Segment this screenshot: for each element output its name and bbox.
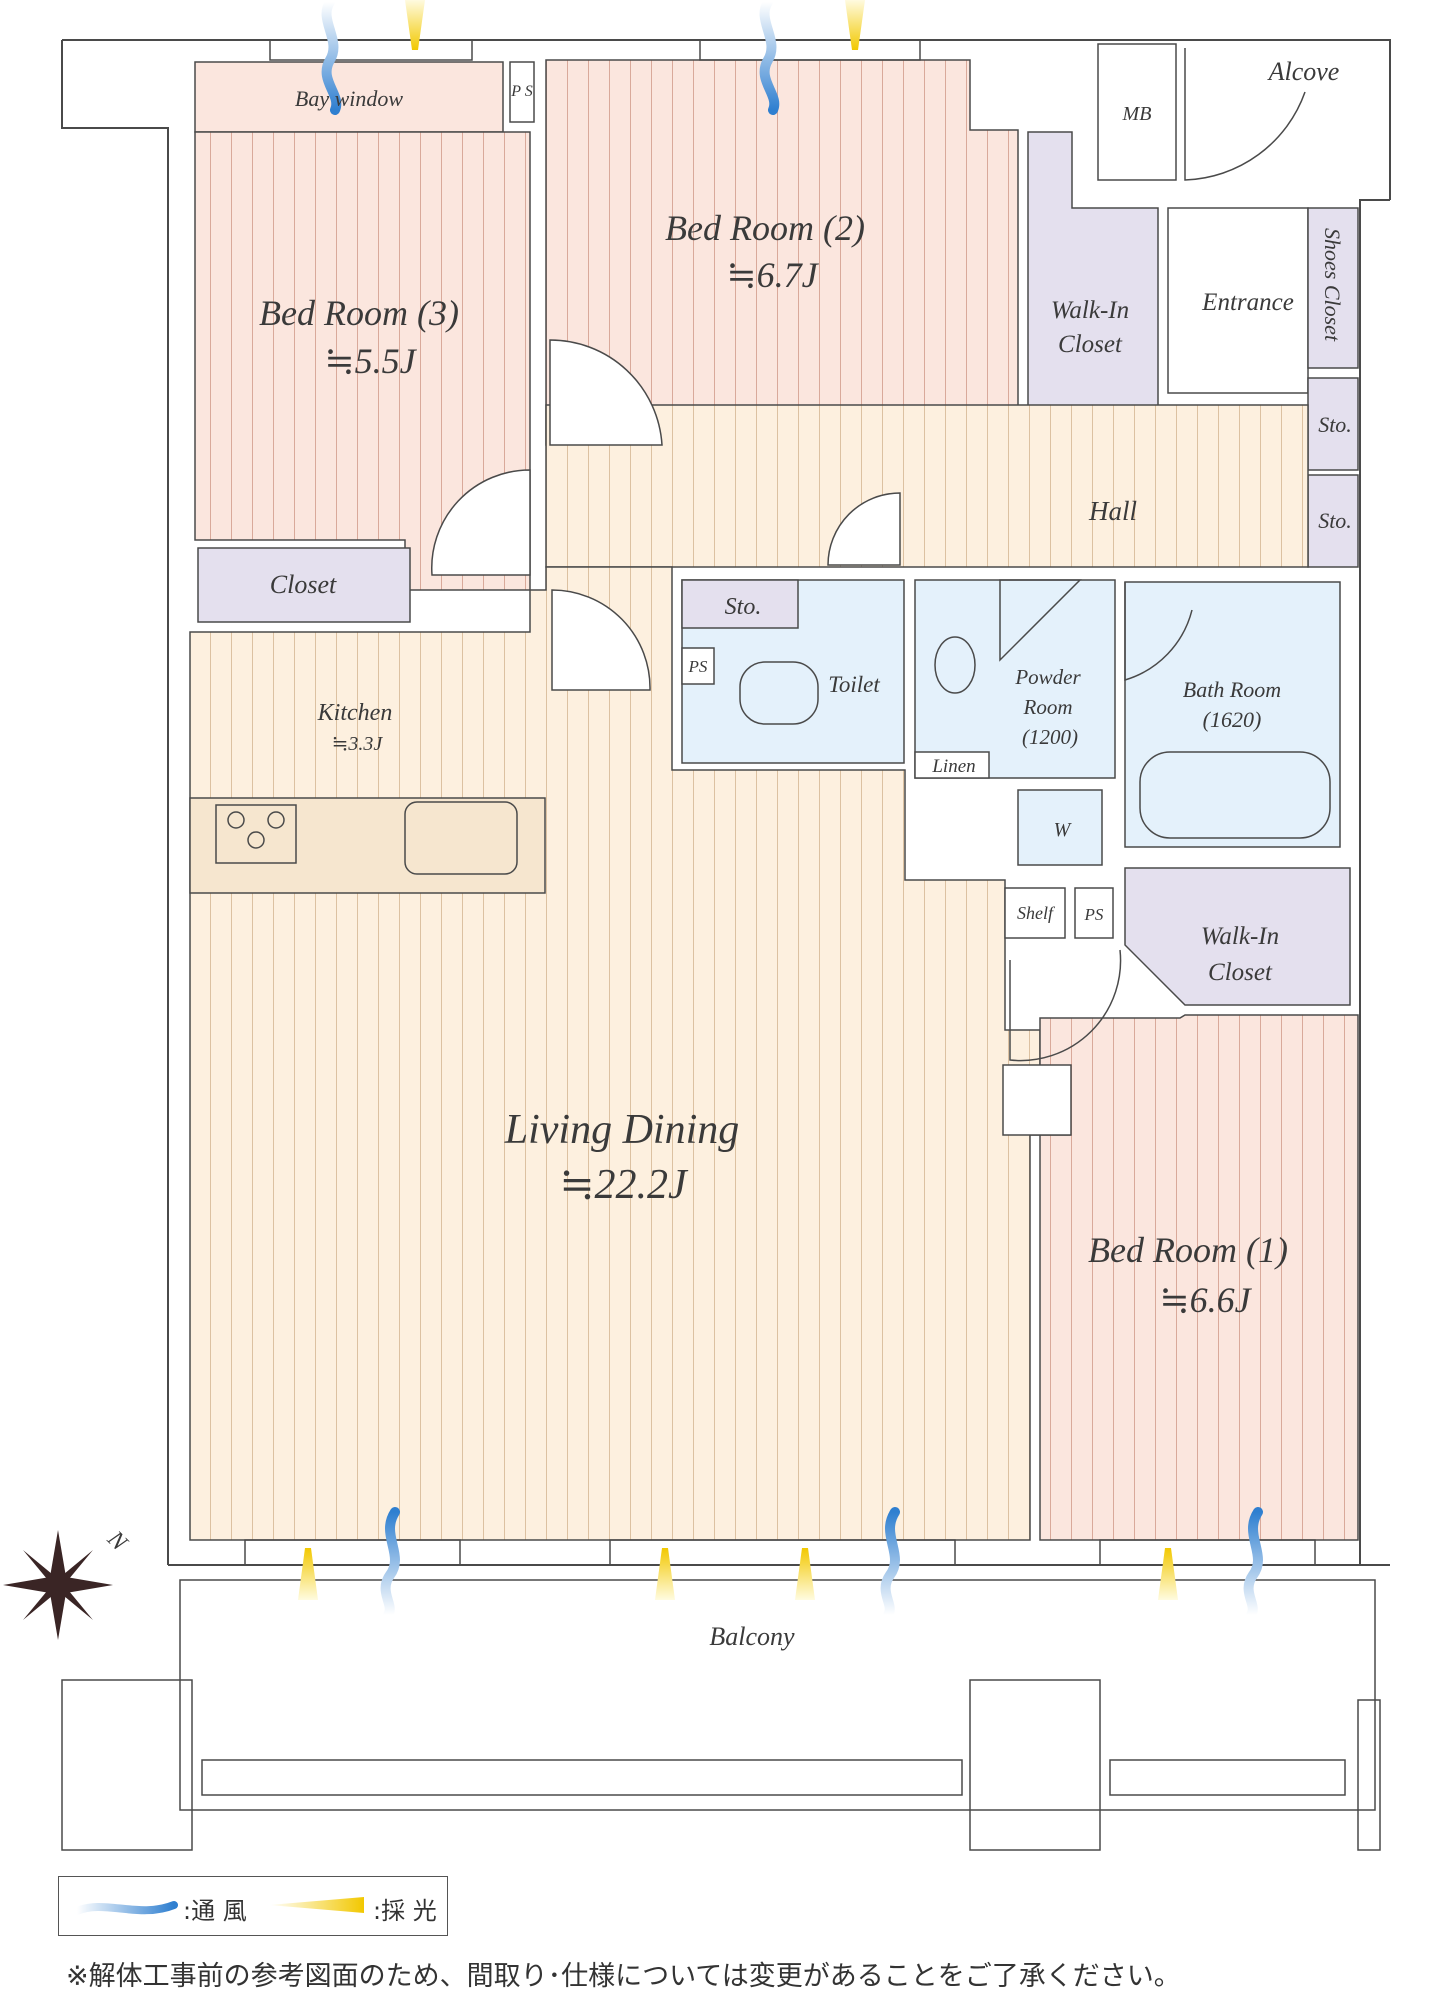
cooktop <box>215 804 297 864</box>
legend: :通 風 :採 光 <box>58 1876 448 1936</box>
label-bed3-name: Bed Room (3) <box>259 293 459 333</box>
label-hall: Hall <box>1088 496 1137 526</box>
light-legend-icon <box>269 1897 364 1913</box>
wind-top-left <box>321 0 342 115</box>
label-wic-top-1: Walk-In <box>1051 297 1129 324</box>
label-sto-2: Sto. <box>1318 508 1352 533</box>
label-bed1-name: Bed Room (1) <box>1088 1230 1288 1270</box>
bedroom-1-floor <box>1039 1014 1359 1541</box>
legend-swatches <box>73 1897 364 1915</box>
label-alcove: Alcove <box>1267 57 1340 86</box>
light-bottom-right <box>1158 1548 1178 1600</box>
washer-box <box>1017 789 1103 866</box>
label-bay-window: Bay window <box>295 86 403 111</box>
light-bottom-mid-1 <box>655 1548 675 1600</box>
balcony-area <box>61 1579 1381 1851</box>
light-top-left <box>405 0 425 50</box>
label-kitchen-size: ≒3.3J <box>332 733 384 755</box>
label-ps-mid: PS <box>1084 905 1104 924</box>
wind-top-mid <box>759 0 780 115</box>
light-top-mid <box>845 0 865 50</box>
label-bed3-size: ≒5.5J <box>324 341 417 381</box>
door-swings <box>431 48 1306 1062</box>
bathtub <box>1139 751 1331 839</box>
wind-legend-icon <box>73 1901 178 1915</box>
hall-floor <box>545 404 1309 568</box>
label-wic-mid-2: Closet <box>1208 959 1273 986</box>
label-powder-2: Room <box>1023 695 1073 719</box>
mb-box <box>1097 43 1177 181</box>
wash-basin <box>934 636 976 694</box>
disclaimer-note: ※解体工事前の参考図面のため、間取り･仕様については変更があることをご了承くださ… <box>66 1961 1181 1992</box>
column-box <box>1002 1064 1072 1136</box>
light-bottom-left <box>298 1548 318 1600</box>
wind-light-indicators <box>298 0 1263 1620</box>
storage-2-box <box>1307 474 1359 568</box>
label-w: W <box>1054 819 1073 841</box>
ps-top-box <box>509 61 535 123</box>
label-shoes-closet: Shoes Closet <box>1320 228 1345 342</box>
storage-center-box <box>681 579 799 629</box>
label-ps-toilet: PS <box>688 657 708 676</box>
legend-wind-label: :通 風 <box>183 1897 247 1925</box>
label-living-size: ≒22.2J <box>559 1162 689 1208</box>
toilet-bowl <box>739 661 819 725</box>
label-north: N <box>101 1525 133 1557</box>
closet-box <box>197 547 411 623</box>
label-wic-top-2: Closet <box>1058 331 1123 358</box>
kitchen-sink <box>404 801 518 875</box>
label-linen: Linen <box>931 756 975 777</box>
label-wic-mid-1: Walk-In <box>1201 923 1279 950</box>
label-powder-3: (1200) <box>1022 725 1078 749</box>
label-balcony: Balcony <box>709 1622 795 1651</box>
ps-toilet-box <box>681 647 715 685</box>
label-mb: MB <box>1122 103 1152 125</box>
walk-in-closet-mid <box>1124 867 1351 1006</box>
shoes-closet-box <box>1307 207 1359 369</box>
wind-bottom-right <box>1243 1507 1263 1620</box>
light-bottom-mid-2 <box>795 1548 815 1600</box>
shelf-box <box>1004 887 1066 939</box>
wind-bottom-mid <box>880 1507 900 1620</box>
label-bath-2: (1620) <box>1203 707 1262 732</box>
ps-mid-box <box>1074 887 1114 939</box>
label-closet: Closet <box>270 570 337 599</box>
label-bath-1: Bath Room <box>1183 677 1281 702</box>
linen-box <box>914 751 990 779</box>
label-living-name: Living Dining <box>504 1107 740 1153</box>
compass-icon <box>3 1530 113 1640</box>
label-sto-1: Sto. <box>1318 412 1352 437</box>
wind-bottom-left <box>380 1507 400 1620</box>
label-bed1-size: ≒6.6J <box>1159 1280 1252 1320</box>
label-kitchen-name: Kitchen <box>317 700 393 726</box>
label-sto-center: Sto. <box>725 594 762 620</box>
label-shelf: Shelf <box>1017 903 1056 923</box>
label-toilet: Toilet <box>828 672 880 697</box>
label-ps-top: P S <box>510 83 532 100</box>
label-entrance: Entrance <box>1201 289 1294 316</box>
label-powder-1: Powder <box>1014 665 1081 689</box>
label-bed2-size: ≒6.7J <box>726 255 819 295</box>
window-frames <box>244 39 1316 1566</box>
label-bed2-name: Bed Room (2) <box>665 208 865 248</box>
legend-light-label: :採 光 <box>373 1897 437 1925</box>
